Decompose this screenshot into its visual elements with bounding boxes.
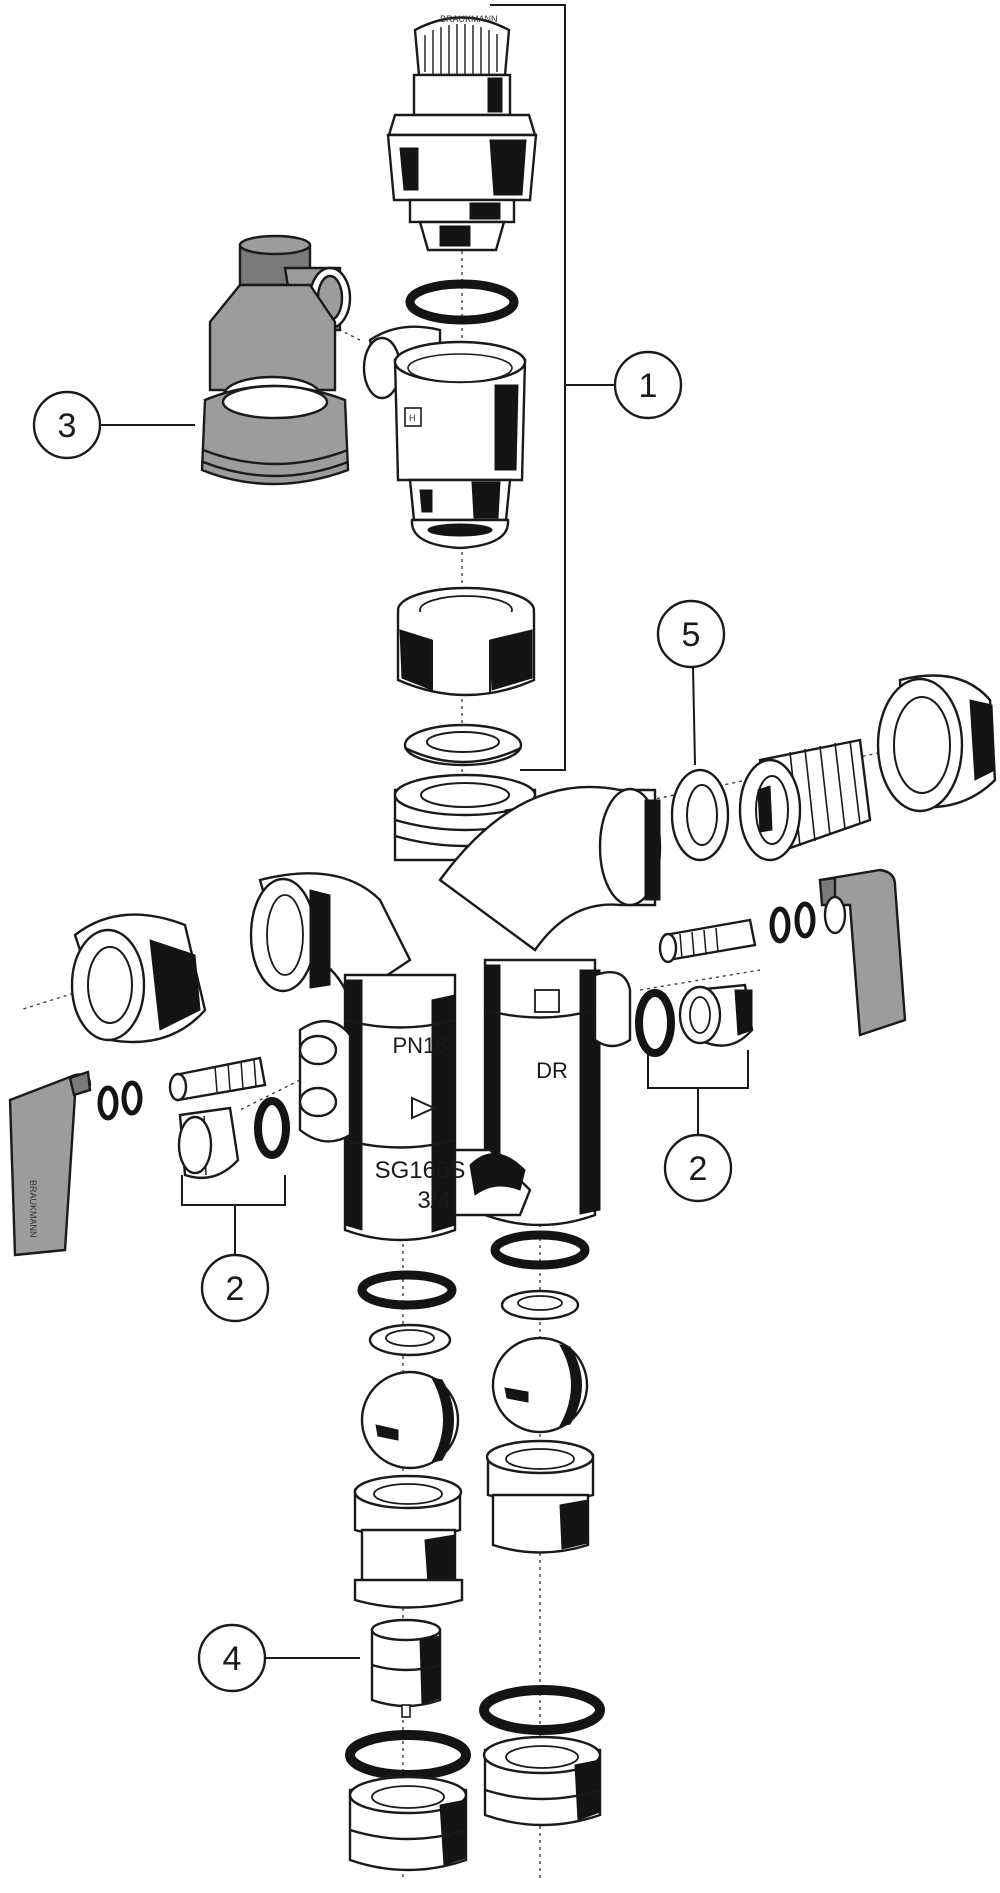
right-orings-small [769,901,816,944]
label-pn16: PN16 [392,1033,447,1058]
drain-funnel [200,234,352,486]
union-nut-top [396,586,536,697]
bracket-callout-1 [490,4,615,771]
callout-2-left: 2 [200,1253,270,1323]
brand-text-handle: BRAUKMANN [28,1180,38,1238]
callout-5: 5 [656,599,726,669]
lower-right-stack [479,1230,605,1827]
pressure-reducer-insert: BRAUKMANN [386,14,538,252]
svg-text:4: 4 [223,1640,242,1678]
callout-3: 3 [32,390,102,460]
svg-text:2: 2 [226,1270,245,1308]
svg-text:1: 1 [639,367,658,405]
union-nut-right [876,674,997,813]
left-plug [177,1097,290,1180]
left-orings-small [97,1080,143,1121]
threaded-tailpiece [738,738,872,862]
o-ring-top [405,279,519,325]
flat-washer-top [403,723,523,767]
label-dr: DR [536,1058,568,1083]
lower-left-stack [345,1270,471,1872]
right-handle [818,868,907,1037]
left-handle: BRAUKMANN [8,1070,92,1257]
union-nut-left [70,913,207,1044]
left-spindle [168,1056,267,1102]
svg-text:3: 3 [58,407,77,445]
right-spindle [658,918,757,964]
housing-brand-mark: H [409,413,416,423]
right-plug [635,983,754,1057]
svg-text:5: 5 [682,616,701,654]
label-sg160s: SG160S [375,1157,466,1184]
right-washer-5 [670,768,730,862]
svg-text:2: 2 [689,1150,708,1188]
valve-housing-upper: H [362,325,527,550]
leader-lines [100,424,749,1659]
callout-4: 4 [197,1623,267,1693]
brand-text-cap: BRAUKMANN [440,14,498,24]
label-size: 3/4 [417,1187,450,1214]
callout-2-right: 2 [663,1133,733,1203]
main-valve-body: PN16 DR SG160S 3/4 [249,773,662,1242]
callout-1: 1 [613,350,683,420]
